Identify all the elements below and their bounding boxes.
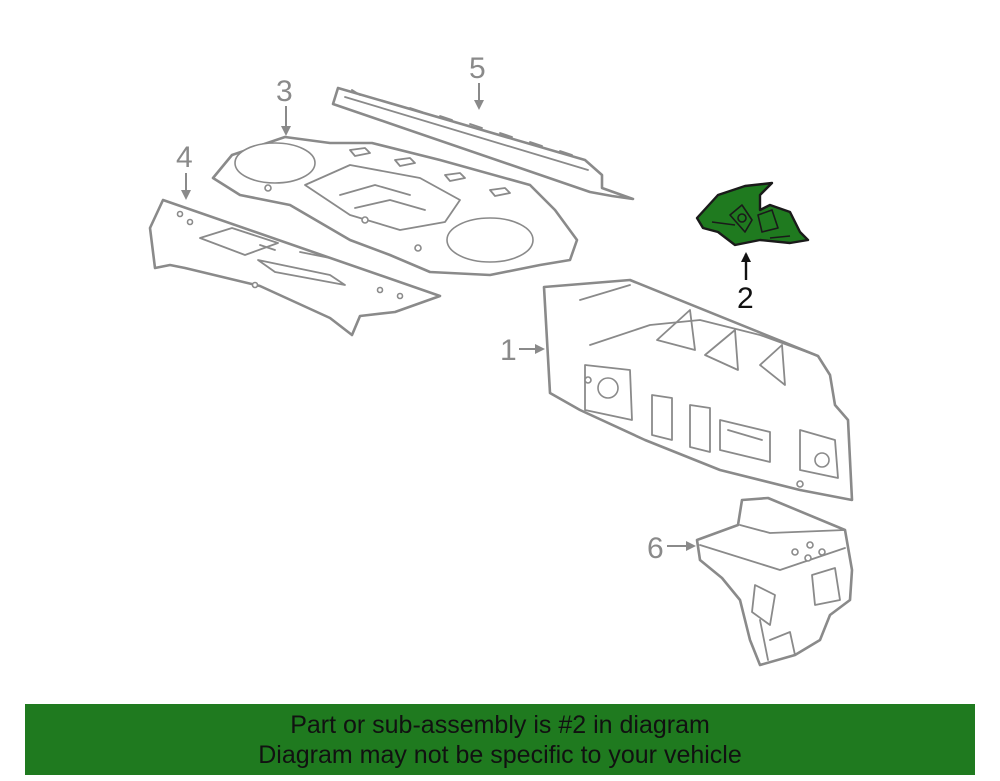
callout-2-label: 2 [737, 282, 754, 315]
callout-3-label: 3 [276, 75, 293, 108]
callout-6-label: 6 [647, 532, 664, 565]
part-4-lower-tray[interactable] [148, 198, 442, 337]
callout-5: 5 [469, 52, 486, 110]
callout-2: 2 [737, 252, 754, 315]
part-3-package-tray[interactable] [211, 135, 579, 277]
callout-5-label: 5 [469, 52, 486, 85]
part-6-lower-bracket[interactable] [695, 496, 854, 667]
callout-4-label: 4 [176, 141, 193, 174]
banner-line-1: Part or sub-assembly is #2 in diagram [290, 710, 710, 739]
part-5-shelf-strip[interactable] [331, 86, 635, 201]
part-2-highlighted-bracket[interactable] [695, 181, 810, 247]
info-banner: Part or sub-assembly is #2 in diagram Di… [25, 704, 975, 775]
banner-line-2: Diagram may not be specific to your vehi… [258, 740, 742, 769]
callout-1: 1 [500, 334, 545, 367]
callout-6: 6 [647, 532, 696, 565]
callout-3: 3 [276, 75, 293, 136]
callout-4: 4 [176, 141, 193, 200]
part-1-rear-bulkhead[interactable] [542, 278, 854, 502]
parts-diagram: 5 3 4 1 6 2 [148, 52, 854, 667]
callout-1-label: 1 [500, 334, 517, 367]
